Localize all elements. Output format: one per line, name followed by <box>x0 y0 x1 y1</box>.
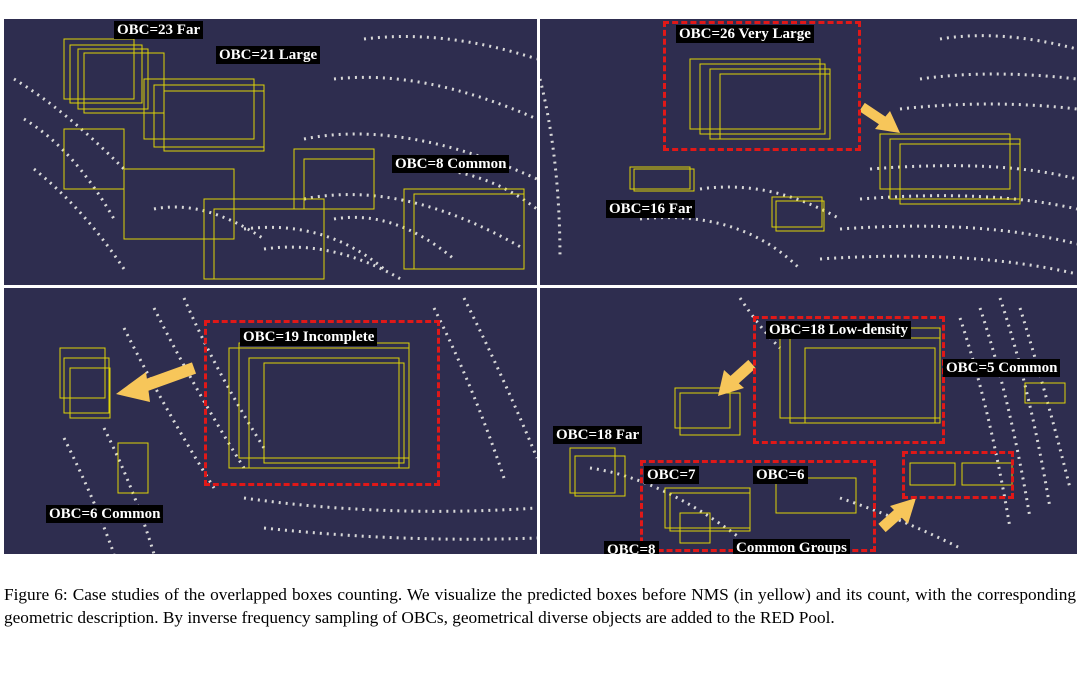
panel-bottom-left: OBC=19 Incomplete OBC=6 Common <box>4 288 537 554</box>
caption-suffix: Pool. <box>794 608 835 627</box>
label-obc-7: OBC=7 <box>644 466 699 484</box>
highlight-box-incomplete <box>204 320 440 486</box>
highlight-box-very-large <box>663 21 861 151</box>
arrow-head <box>718 370 744 396</box>
label-obc-6: OBC=6 <box>753 466 808 484</box>
highlight-box-common-groups-right <box>902 451 1014 499</box>
label-obc-16-far: OBC=16 Far <box>606 200 696 218</box>
label-obc-6-common: OBC=6 Common <box>46 505 164 523</box>
panel-top-right: OBC=26 Very Large OBC=16 Far <box>540 19 1077 285</box>
point-cloud-bottom-left <box>59 297 537 554</box>
label-obc-8-common: OBC=8 Common <box>392 155 510 173</box>
arrow-shaft <box>728 359 756 387</box>
label-obc-26-very-large: OBC=26 Very Large <box>676 25 814 43</box>
label-obc-23-far: OBC=23 Far <box>114 21 204 39</box>
label-obc-18-far: OBC=18 Far <box>553 426 643 444</box>
figure-caption: Figure 6: Case studies of the overlapped… <box>4 583 1076 629</box>
label-obc-18-low-density: OBC=18 Low-density <box>766 321 911 339</box>
label-obc-5-common: OBC=5 Common <box>943 359 1061 377</box>
arrow-shaft <box>141 362 197 392</box>
caption-red-pool-name: RED <box>759 608 795 627</box>
figure: OBC=23 Far OBC=21 Large OBC=8 Common <box>4 19 1077 554</box>
panel-top-left: OBC=23 Far OBC=21 Large OBC=8 Common <box>4 19 537 285</box>
label-common-groups: Common Groups <box>733 539 850 554</box>
caption-text: Figure 6: Case studies of the overlapped… <box>4 585 1076 627</box>
highlight-box-low-density <box>753 316 945 444</box>
point-cloud-bottom-right <box>569 297 1072 550</box>
arrow-shaft <box>859 102 889 128</box>
arrow-head <box>875 111 900 133</box>
panel-bottom-right: OBC=18 Low-density OBC=5 Common OBC=18 F… <box>540 288 1077 554</box>
label-obc-19-incomplete: OBC=19 Incomplete <box>240 328 378 346</box>
label-obc-8: OBC=8 <box>604 541 659 554</box>
arrow-head <box>890 498 916 524</box>
arrow-head <box>116 372 150 402</box>
label-obc-21-large: OBC=21 Large <box>216 46 321 64</box>
point-cloud-top-right <box>540 34 1077 276</box>
arrow-shaft <box>878 507 904 533</box>
